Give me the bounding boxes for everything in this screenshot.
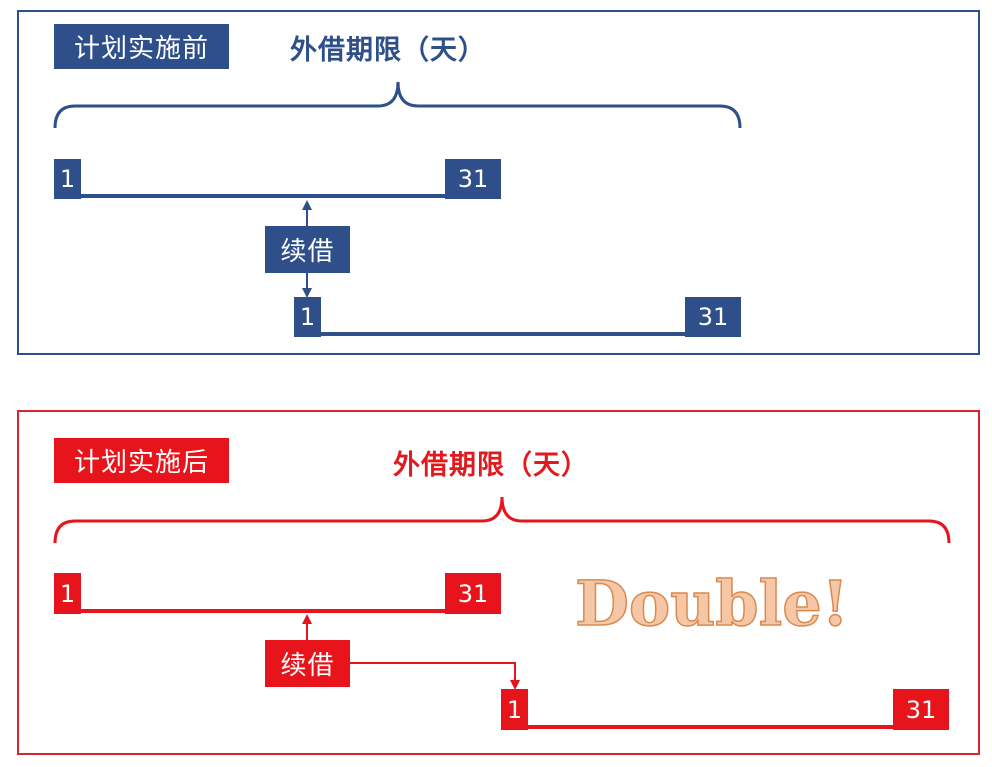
after-renew-box: 续借 <box>265 640 350 687</box>
after-second-period-end: 31 <box>893 689 949 730</box>
before-loan-period-title: 外借期限（天） <box>290 35 486 66</box>
before-first-period-start: 1 <box>54 159 81 199</box>
after-second-period-start: 1 <box>501 689 528 730</box>
before-first-period-bar <box>78 194 448 198</box>
after-label: 计划实施后 <box>54 438 229 483</box>
before-renew-box: 续借 <box>265 226 350 273</box>
after-second-period-bar <box>525 725 897 729</box>
after-first-period-end: 31 <box>445 573 501 614</box>
before-second-period-end: 31 <box>685 297 741 337</box>
after-first-period-bar <box>78 609 448 613</box>
before-label: 计划实施前 <box>54 24 229 69</box>
after-first-period-start: 1 <box>54 573 81 614</box>
before-second-period-bar <box>318 332 688 336</box>
after-loan-period-title: 外借期限（天） <box>393 450 589 481</box>
before-first-period-end: 31 <box>445 159 501 199</box>
before-second-period-start: 1 <box>294 297 321 337</box>
